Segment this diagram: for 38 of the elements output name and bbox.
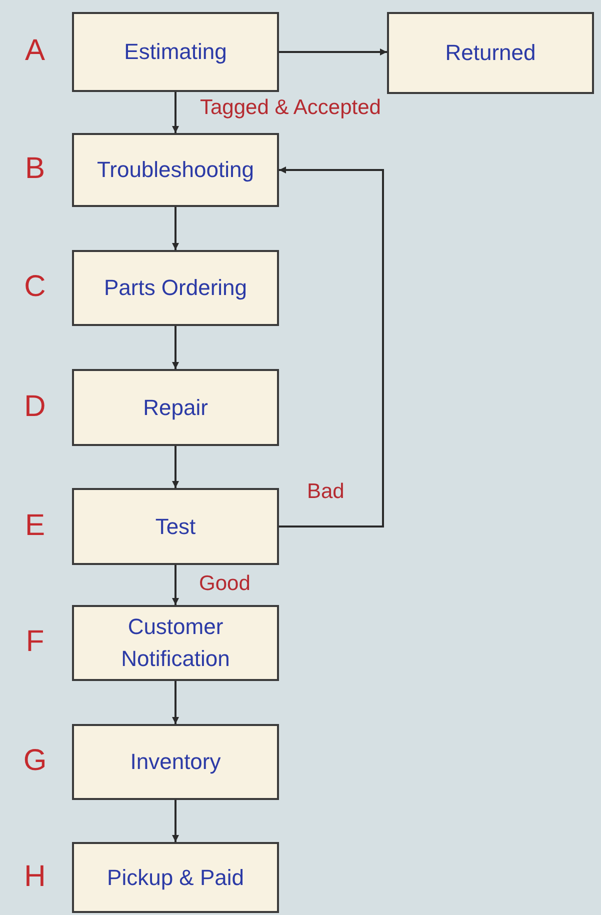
arrow — [172, 565, 179, 605]
process-box — [387, 12, 594, 94]
step-letter: A — [24, 34, 46, 68]
process-box — [72, 12, 279, 92]
step-letter: B — [24, 152, 46, 186]
process-box — [72, 488, 279, 565]
arrow — [172, 92, 179, 133]
arrow — [172, 207, 179, 250]
step-letter: C — [23, 270, 47, 304]
step-label: Parts Ordering — [104, 274, 248, 302]
arrow — [172, 326, 179, 369]
step-label: Test — [155, 512, 196, 541]
process-box — [72, 605, 279, 681]
arrow — [172, 800, 179, 842]
step-label: Returned — [445, 39, 536, 68]
arrow — [172, 446, 179, 488]
step-letter: H — [23, 860, 47, 894]
step-letter: E — [24, 508, 46, 542]
step-label: Repair — [143, 394, 208, 422]
edge-label: Tagged & Accepted — [200, 96, 381, 120]
step-letter: G — [22, 744, 48, 778]
process-box — [72, 724, 279, 800]
step-label: Inventory — [130, 748, 221, 776]
process-box — [72, 369, 279, 446]
edge-label: Good — [199, 572, 250, 596]
arrow — [279, 166, 384, 528]
step-label: Customer Notification — [120, 613, 231, 673]
step-letter: F — [24, 625, 46, 659]
process-box — [72, 842, 279, 913]
arrow — [279, 48, 387, 56]
step-label: Estimating — [124, 38, 227, 66]
edge-label: Bad — [307, 480, 344, 504]
step-label: Troubleshooting — [97, 156, 254, 184]
step-label: Pickup & Paid — [107, 864, 244, 892]
arrow — [172, 681, 179, 724]
process-box — [72, 250, 279, 326]
process-box — [72, 133, 279, 207]
step-letter: D — [23, 390, 47, 424]
